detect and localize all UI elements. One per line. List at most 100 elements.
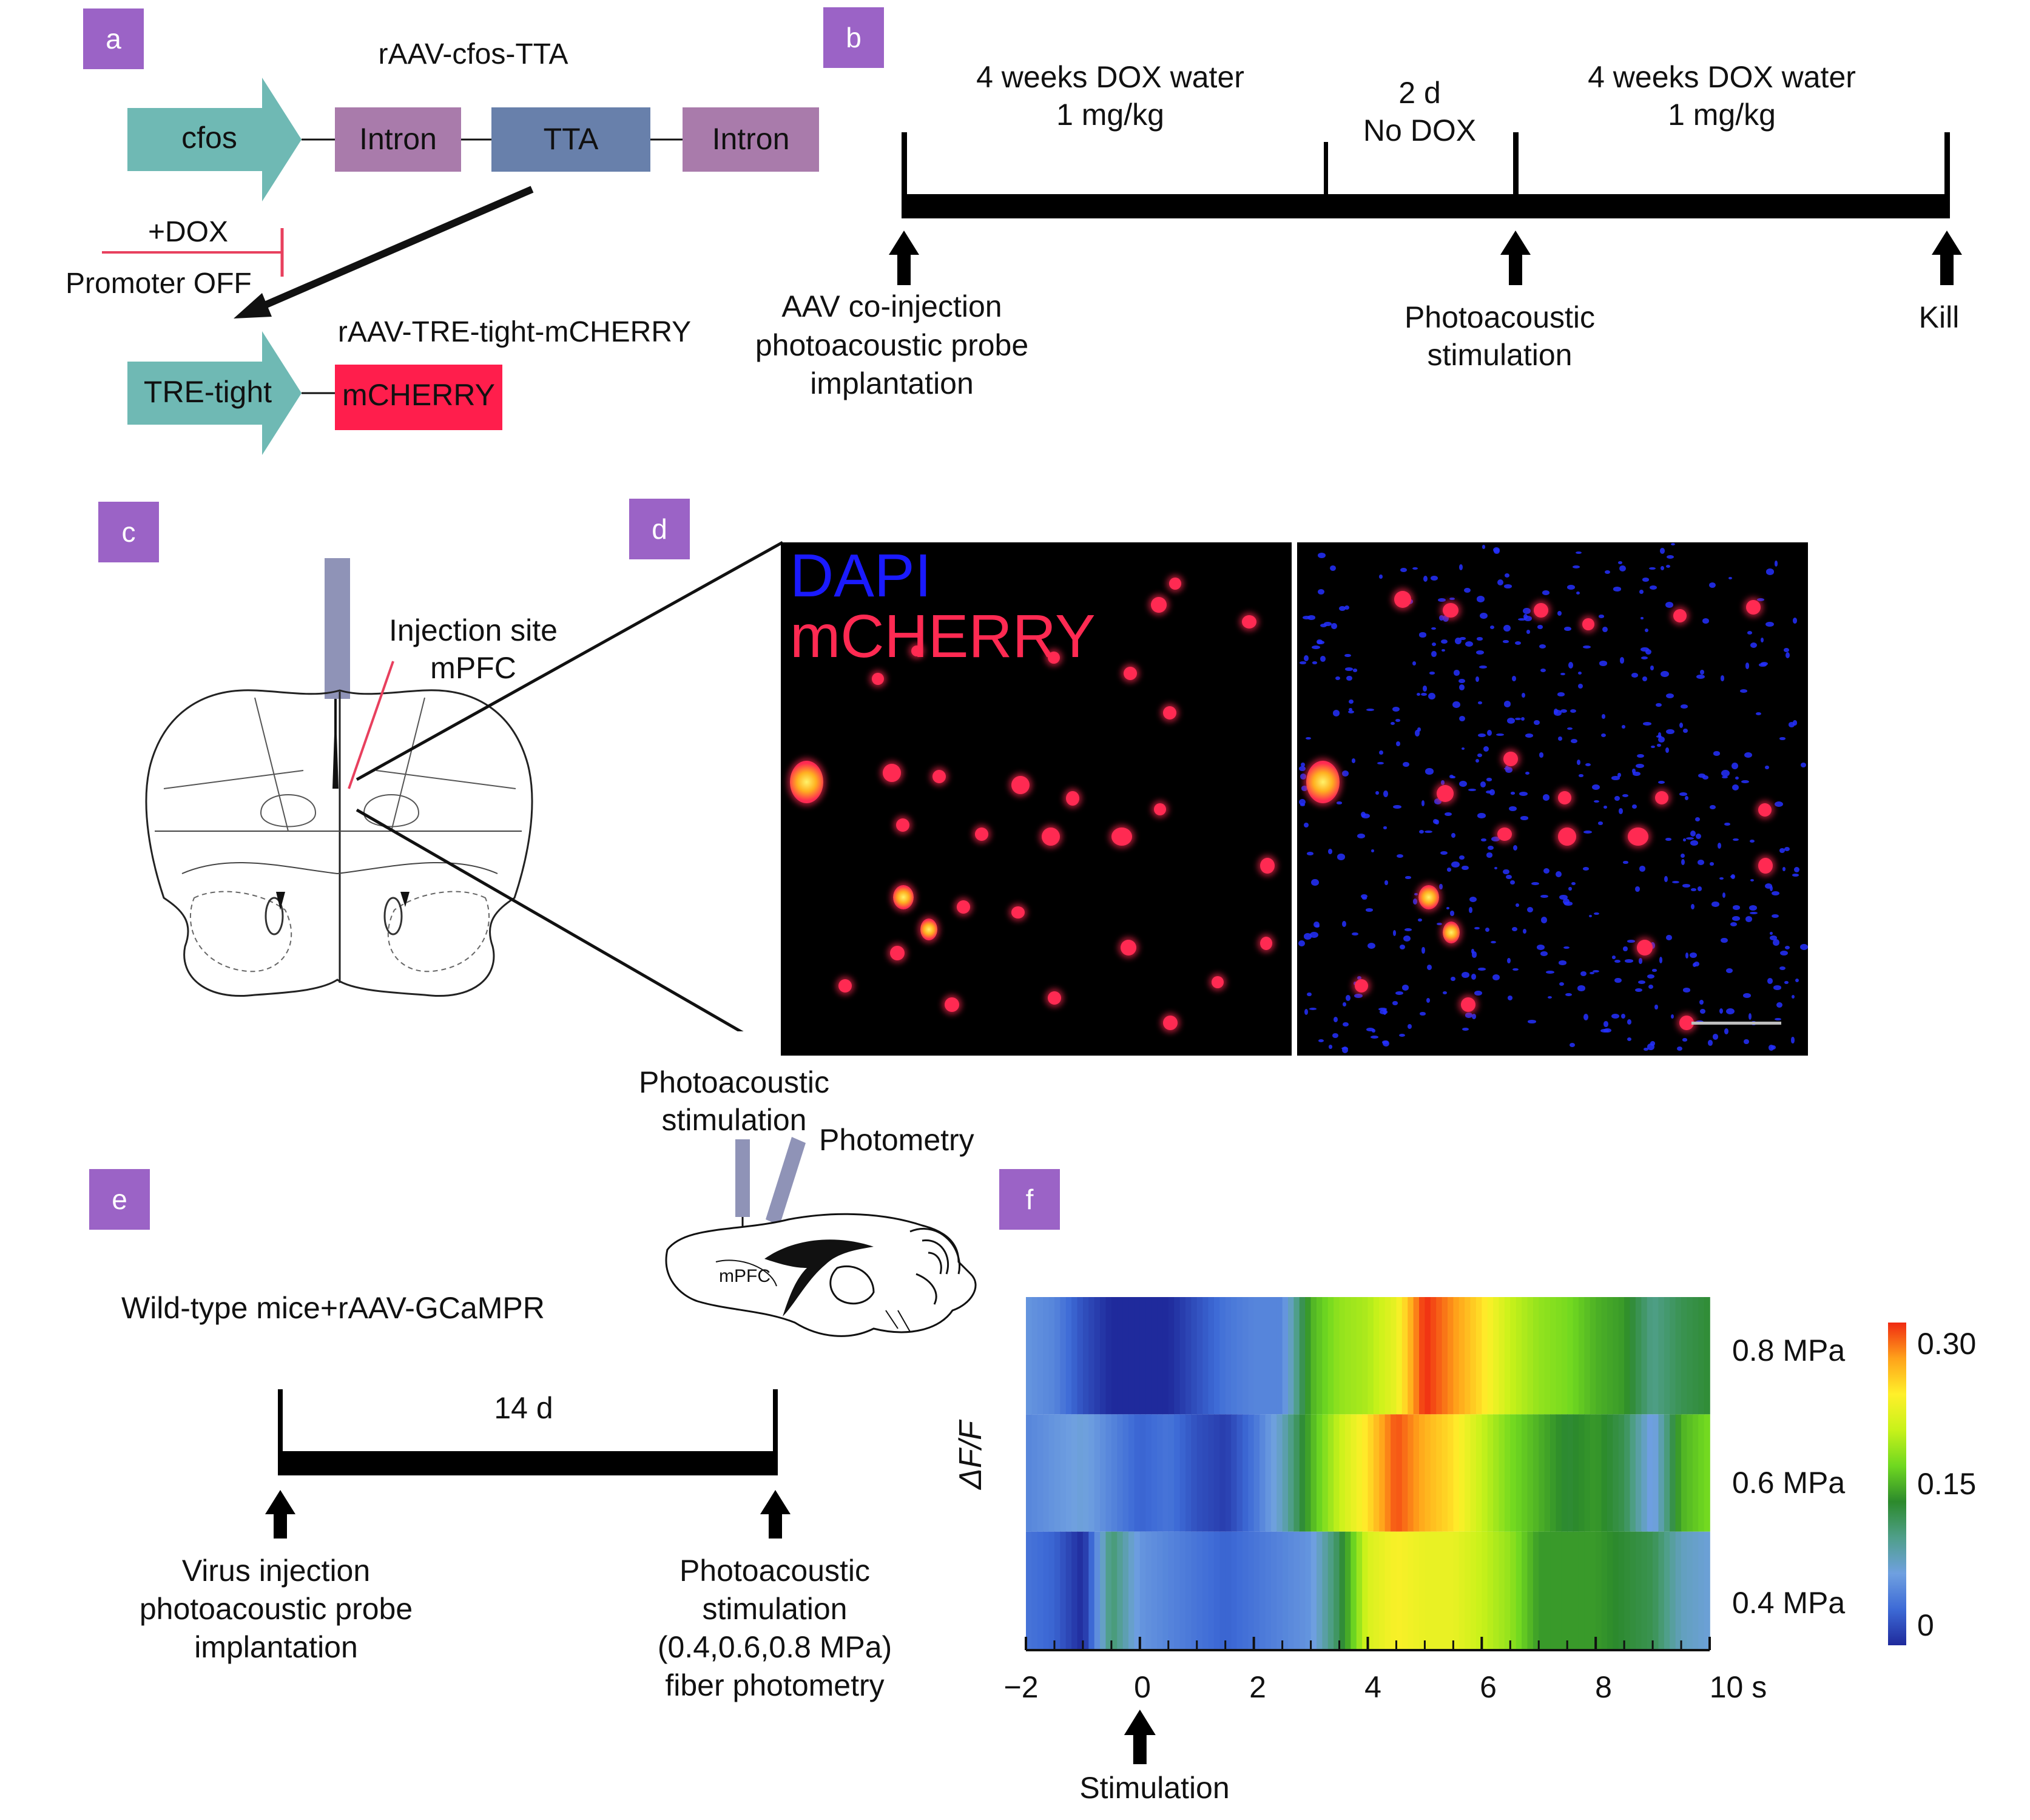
dapi-nucleus bbox=[1469, 907, 1472, 913]
dapi-nucleus bbox=[1526, 630, 1531, 634]
dapi-nucleus bbox=[1494, 866, 1498, 870]
dapi-nucleus bbox=[1492, 974, 1500, 981]
tick-start bbox=[278, 1389, 283, 1475]
dapi-nucleus bbox=[1597, 821, 1603, 825]
heatmap-cell bbox=[1664, 1531, 1671, 1649]
dapi-nucleus bbox=[1509, 806, 1517, 812]
dapi-nucleus bbox=[1414, 892, 1418, 896]
inner-structure bbox=[265, 897, 284, 935]
dapi-nucleus bbox=[1620, 1013, 1625, 1019]
dapi-nucleus bbox=[1765, 621, 1774, 627]
dapi-nucleus bbox=[1417, 727, 1421, 732]
dapi-nucleus bbox=[1451, 861, 1460, 868]
dapi-nucleus bbox=[1320, 655, 1326, 662]
mcherry-cell bbox=[1437, 785, 1454, 802]
dapi-label: DAPI bbox=[790, 542, 932, 610]
heatmap-cell bbox=[1174, 1297, 1181, 1415]
dapi-nucleus bbox=[1670, 542, 1675, 545]
dapi-nucleus bbox=[1367, 942, 1375, 949]
dapi-nucleus bbox=[1732, 784, 1739, 791]
mcherry-cell bbox=[1163, 706, 1176, 720]
heatmap-cell bbox=[1447, 1531, 1454, 1649]
arrow-up-icon bbox=[889, 231, 919, 285]
dapi-nucleus bbox=[1383, 790, 1388, 797]
heatmap-cell bbox=[1522, 1414, 1528, 1532]
photometry-probe-icon bbox=[766, 1137, 806, 1225]
timeline-bar bbox=[902, 194, 1950, 218]
dapi-nucleus bbox=[1343, 1022, 1349, 1026]
dapi-nucleus bbox=[1665, 747, 1669, 753]
inner-contour bbox=[260, 794, 317, 827]
dapi-nucleus bbox=[1383, 826, 1387, 829]
heatmap-cell bbox=[1219, 1297, 1226, 1415]
dapi-nucleus bbox=[1657, 743, 1661, 747]
microscopy-merge-image bbox=[1297, 542, 1808, 1056]
row-label-08: 0.8 MPa bbox=[1732, 1333, 1846, 1367]
dapi-nucleus bbox=[1505, 766, 1509, 771]
dapi-nucleus bbox=[1458, 564, 1463, 571]
intron2-label: Intron bbox=[712, 122, 790, 156]
expression-arrow-line bbox=[256, 186, 534, 312]
dapi-nucleus bbox=[1659, 957, 1663, 964]
dapi-nucleus bbox=[1767, 977, 1773, 984]
dapi-nucleus bbox=[1575, 551, 1582, 554]
corpus-callosum bbox=[764, 1239, 874, 1316]
dapi-nucleus bbox=[1769, 932, 1773, 935]
dapi-nucleus bbox=[1438, 598, 1446, 602]
heatmap-cell bbox=[1077, 1414, 1084, 1532]
heatmap-cell bbox=[1578, 1414, 1585, 1532]
heatmap-cell bbox=[1316, 1531, 1323, 1649]
dapi-nucleus bbox=[1594, 912, 1599, 915]
dapi-nucleus bbox=[1366, 708, 1374, 711]
heatmap-cell bbox=[1151, 1297, 1158, 1415]
heatmap-cell bbox=[1242, 1531, 1249, 1649]
heatmap-cell bbox=[1436, 1297, 1443, 1415]
dapi-nucleus bbox=[1690, 888, 1697, 891]
mcherry-cell bbox=[1151, 597, 1167, 613]
panel-label-a: a bbox=[83, 8, 144, 69]
dapi-nucleus bbox=[1346, 675, 1353, 681]
panel-label-e: e bbox=[89, 1169, 150, 1230]
cerebellum-folds bbox=[909, 1227, 960, 1305]
dapi-nucleus bbox=[1636, 764, 1644, 769]
heatmap-cell bbox=[1601, 1414, 1608, 1532]
dapi-nucleus bbox=[1446, 906, 1450, 909]
heatmap-cell bbox=[1596, 1297, 1602, 1415]
dapi-nucleus bbox=[1396, 741, 1400, 746]
dapi-nucleus bbox=[1506, 717, 1516, 724]
dapi-nucleus bbox=[1583, 830, 1592, 834]
dapi-nucleus bbox=[1661, 670, 1669, 677]
dapi-nucleus bbox=[1681, 859, 1685, 866]
heatmap-cell bbox=[1539, 1414, 1545, 1532]
dapi-nucleus bbox=[1645, 628, 1649, 632]
dapi-nucleus bbox=[1666, 935, 1673, 941]
heatmap-cell bbox=[1265, 1531, 1272, 1649]
dapi-nucleus bbox=[1639, 866, 1645, 872]
dapi-nucleus bbox=[1724, 1028, 1729, 1035]
dapi-nucleus bbox=[1458, 679, 1465, 684]
heatmap-cell bbox=[1419, 1414, 1426, 1532]
heatmap-cell bbox=[1334, 1531, 1340, 1649]
sagittal-brain bbox=[665, 1137, 977, 1337]
heatmap-cell bbox=[1139, 1414, 1147, 1532]
heatmap-cell bbox=[1550, 1414, 1557, 1532]
dapi-nucleus bbox=[1361, 897, 1367, 900]
dapi-nucleus bbox=[1486, 852, 1493, 858]
dapi-nucleus bbox=[1567, 585, 1575, 590]
heatmap-cell bbox=[1351, 1297, 1357, 1415]
heatmap-cell bbox=[1470, 1297, 1477, 1415]
dapi-nucleus bbox=[1599, 661, 1608, 666]
heatmap-cell bbox=[1168, 1531, 1175, 1649]
dapi-nucleus bbox=[1611, 1014, 1619, 1019]
heatmap-cell bbox=[1094, 1297, 1101, 1415]
heatmap-cell bbox=[1692, 1531, 1699, 1649]
heatmap-cell bbox=[1282, 1414, 1289, 1532]
dapi-nucleus bbox=[1784, 980, 1789, 984]
heatmap-cell bbox=[1242, 1297, 1249, 1415]
dapi-nucleus bbox=[1773, 985, 1782, 990]
dapi-nucleus bbox=[1431, 627, 1436, 630]
dapi-nucleus bbox=[1395, 719, 1401, 722]
heatmap-cell bbox=[1191, 1297, 1198, 1415]
dapi-nucleus bbox=[1776, 1002, 1782, 1008]
dapi-nucleus bbox=[1792, 874, 1799, 877]
